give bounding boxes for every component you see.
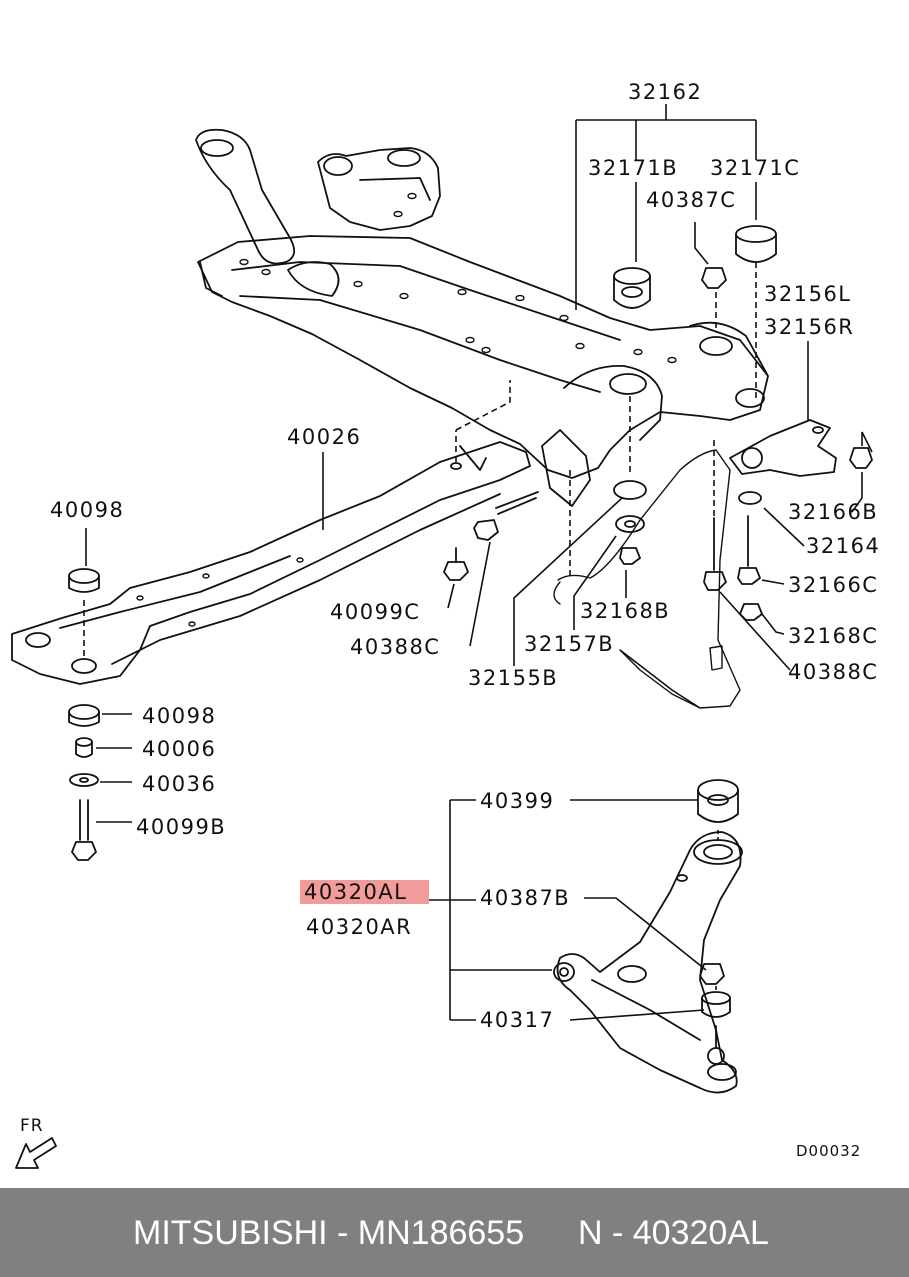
crossmember-drawing <box>195 128 769 507</box>
label-32166b[interactable]: 32166B <box>788 500 879 524</box>
label-32156r[interactable]: 32156R <box>764 315 855 339</box>
label-40026[interactable]: 40026 <box>287 425 362 449</box>
label-40387c[interactable]: 40387C <box>646 188 737 212</box>
label-32168c[interactable]: 32168C <box>788 624 879 648</box>
label-32171b[interactable]: 32171B <box>588 156 679 180</box>
front-direction-arrow <box>15 1137 57 1169</box>
label-32156l[interactable]: 32156L <box>764 282 852 306</box>
nut-40387b-drawing <box>699 963 725 985</box>
label-40399[interactable]: 40399 <box>480 789 555 813</box>
front-direction-label: FR <box>20 1116 44 1136</box>
label-40006[interactable]: 40006 <box>142 737 217 761</box>
label-40320ar[interactable]: 40320AR <box>306 915 413 939</box>
footer-part-number: MITSUBISHI - MN186655 <box>133 1214 525 1252</box>
exploded-view-drawing <box>11 104 873 1169</box>
knuckle-outline-drawing <box>553 449 741 709</box>
ball-joint-40317-drawing <box>701 991 737 1081</box>
label-32171c[interactable]: 32171C <box>710 156 801 180</box>
label-40317[interactable]: 40317 <box>480 1008 555 1032</box>
mount-40098-top-drawing <box>68 568 100 593</box>
washers-drawing <box>613 480 647 565</box>
label-40098-top[interactable]: 40098 <box>50 498 125 522</box>
front-crossmember-drawing <box>11 441 531 685</box>
bushing-40399-drawing <box>697 779 739 823</box>
label-32162[interactable]: 32162 <box>628 80 703 104</box>
bushing-40317-front-drawing <box>553 962 575 982</box>
mount-40098-drawing <box>68 704 100 727</box>
label-40099b[interactable]: 40099B <box>136 815 227 839</box>
label-40099c[interactable]: 40099C <box>330 600 421 624</box>
leader-lines <box>83 104 873 1021</box>
bolt-40099b-drawing <box>71 799 97 861</box>
lower-arm-drawing <box>556 831 743 1094</box>
label-32164[interactable]: 32164 <box>806 534 881 558</box>
label-40098[interactable]: 40098 <box>142 704 217 728</box>
label-32155b[interactable]: 32155B <box>468 666 559 690</box>
label-40320al-highlighted[interactable]: 40320AL <box>300 880 430 904</box>
nut-40387c-drawing <box>701 267 727 289</box>
bushing-32171c-drawing <box>735 225 777 263</box>
diagram-code: D00032 <box>796 1142 862 1160</box>
label-40388c-right[interactable]: 40388C <box>788 660 879 684</box>
label-32168b[interactable]: 32168B <box>580 599 671 623</box>
label-40388c-left[interactable]: 40388C <box>350 635 441 659</box>
bracket-32156-drawing <box>729 419 837 477</box>
collar-40006-drawing <box>75 737 93 758</box>
footer-reference: N - 40320AL <box>578 1214 769 1252</box>
label-32157b[interactable]: 32157B <box>524 632 615 656</box>
label-40036[interactable]: 40036 <box>142 772 217 796</box>
nut-40099c-drawing <box>443 547 469 581</box>
bushing-32171b-drawing <box>613 267 651 309</box>
parts-diagram: 32162 32171B 32171C 40387C 32156L 32156R… <box>11 80 881 1169</box>
bolt-40388c-drawing <box>473 491 539 541</box>
label-32166c[interactable]: 32166C <box>788 573 879 597</box>
washer-40036-drawing <box>69 773 99 787</box>
label-40387b[interactable]: 40387B <box>480 886 571 910</box>
footer-bar: MITSUBISHI - MN186655 N - 40320AL <box>0 1188 909 1277</box>
